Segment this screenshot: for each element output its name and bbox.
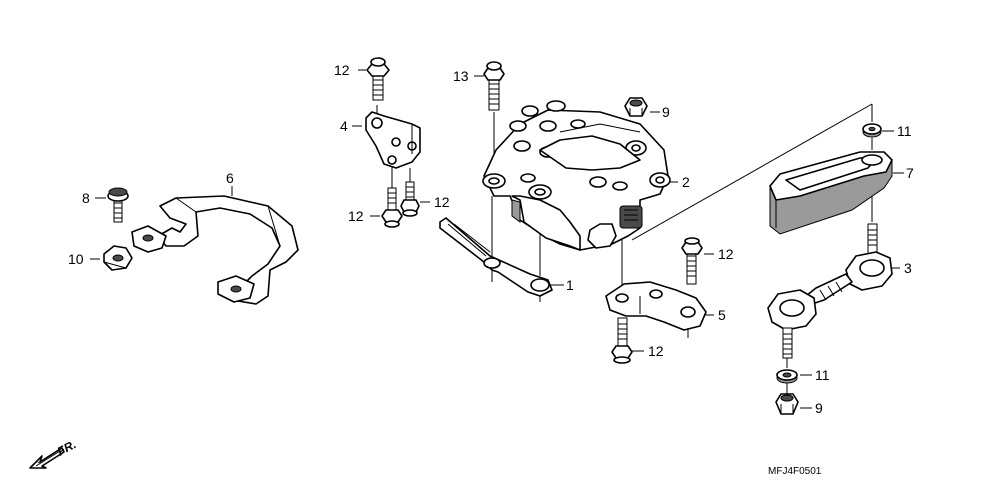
cover-6 [131, 195, 299, 305]
callout-12-mid: 12 [434, 194, 450, 210]
bolts-12-under-bracket [381, 181, 420, 228]
callout-9-bottom: 9 [815, 400, 823, 416]
callout-11-bottom: 11 [815, 367, 830, 383]
bracket-4 [365, 111, 421, 169]
callout-1: 1 [566, 277, 574, 293]
bolt-12-bottom [611, 317, 633, 364]
callout-11-top: 11 [897, 123, 912, 139]
washer-11-top [862, 123, 882, 138]
bolt-13 [483, 61, 505, 111]
rubber-mount-7 [769, 151, 893, 235]
callout-10: 10 [68, 251, 84, 267]
nut-9-bottom [775, 393, 799, 415]
callout-12-right: 12 [718, 246, 734, 262]
washer-11-bottom [776, 369, 798, 384]
callout-7: 7 [906, 165, 914, 181]
bolt-12-top [366, 57, 390, 101]
callout-12-top: 12 [334, 62, 350, 78]
bolt-12-right [681, 237, 703, 285]
callout-13: 13 [453, 68, 469, 84]
clip-nut-10 [103, 245, 133, 271]
callout-5: 5 [718, 307, 726, 323]
nut-9-top [624, 97, 648, 117]
callout-6: 6 [226, 170, 234, 186]
screw-8 [107, 187, 129, 223]
valve-body-2 [482, 100, 671, 251]
plate-5 [605, 281, 707, 331]
diagram-code: MFJ4F0501 [768, 466, 822, 477]
callout-12-left: 12 [348, 208, 364, 224]
callout-2: 2 [682, 174, 690, 190]
leader-lines [90, 69, 904, 409]
callout-labels: 12 13 9 11 4 7 2 6 8 12 12 10 12 3 1 5 1… [68, 62, 914, 416]
front-arrow-icon [29, 447, 65, 469]
callout-3: 3 [904, 260, 912, 276]
callout-4: 4 [340, 118, 348, 134]
callout-9-top: 9 [662, 104, 670, 120]
gasket-1 [439, 217, 553, 297]
callout-12-bottom: 12 [648, 343, 664, 359]
tie-rod-3 [767, 223, 893, 359]
callout-8: 8 [82, 190, 90, 206]
